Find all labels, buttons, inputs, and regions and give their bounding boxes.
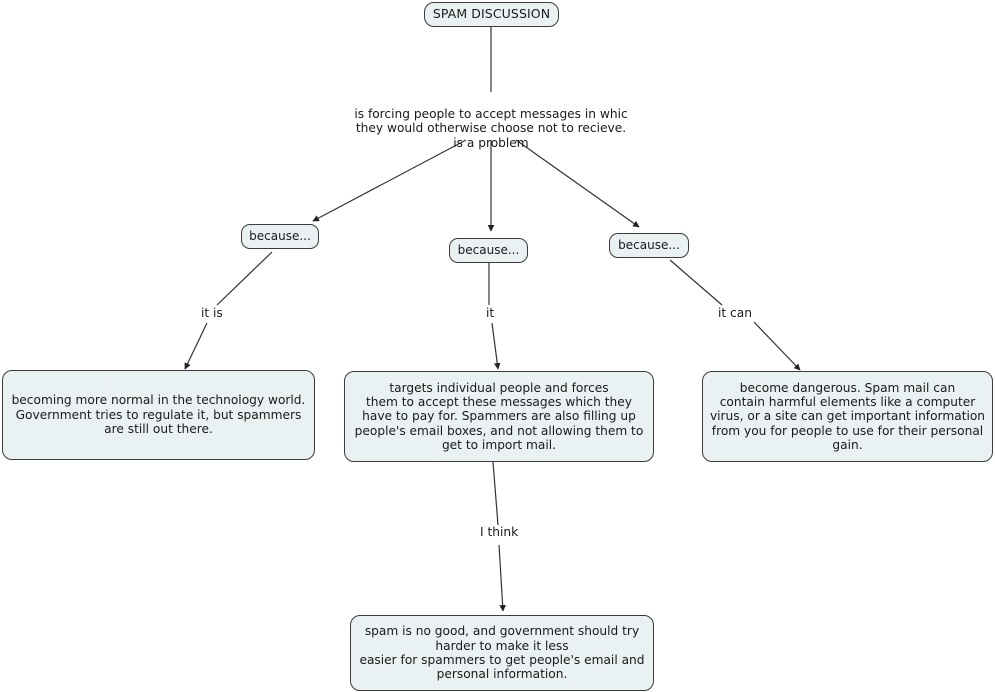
link-because-left-to-concept-left-lower <box>184 322 208 370</box>
link-proposition-to-because-right <box>515 139 640 228</box>
node-root-spam-discussion[interactable]: SPAM DISCUSSION <box>424 2 559 27</box>
node-because-right-label: because... <box>618 238 680 253</box>
node-because-middle-label: because... <box>457 243 520 258</box>
link-because-left-to-concept-left-upper <box>216 251 273 306</box>
link-because-right-to-concept-right-upper <box>669 259 723 306</box>
link-concept-middle-to-bottom-upper <box>492 461 499 526</box>
link-label-it: it <box>484 306 497 321</box>
link-concept-middle-to-bottom-lower <box>498 544 506 612</box>
node-proposition-text: is forcing people to accept messages in … <box>331 92 651 151</box>
node-because-right[interactable]: because... <box>609 233 689 258</box>
link-because-right-to-concept-right-lower <box>753 321 801 371</box>
node-because-left[interactable]: because... <box>241 224 319 249</box>
node-concept-middle[interactable]: targets individual people and forces the… <box>344 371 654 462</box>
link-label-it-is-text: it is <box>201 306 223 320</box>
node-concept-middle-label: targets individual people and forces the… <box>354 380 644 453</box>
link-label-i-think: I think <box>478 525 521 540</box>
node-root-label: SPAM DISCUSSION <box>432 6 551 22</box>
link-label-it-text: it <box>486 306 495 320</box>
link-label-it-can: it can <box>716 306 754 321</box>
node-concept-bottom-label: spam is no good, and government should t… <box>359 624 645 682</box>
node-concept-right-label: become dangerous. Spam mail can contain … <box>709 380 986 453</box>
node-concept-right[interactable]: become dangerous. Spam mail can contain … <box>702 371 993 462</box>
node-concept-left-label: becoming more normal in the technology w… <box>11 393 306 437</box>
node-proposition-label: is forcing people to accept messages in … <box>354 106 628 150</box>
link-proposition-to-because-left <box>312 139 467 222</box>
node-concept-bottom[interactable]: spam is no good, and government should t… <box>350 615 654 691</box>
link-label-i-think-text: I think <box>480 525 519 539</box>
link-label-it-can-text: it can <box>718 306 752 320</box>
node-because-middle[interactable]: because... <box>449 238 528 263</box>
link-label-it-is: it is <box>199 306 225 321</box>
link-because-middle-to-concept-middle-lower <box>491 322 501 370</box>
node-because-left-label: because... <box>249 229 311 244</box>
node-concept-left[interactable]: becoming more normal in the technology w… <box>2 370 315 460</box>
